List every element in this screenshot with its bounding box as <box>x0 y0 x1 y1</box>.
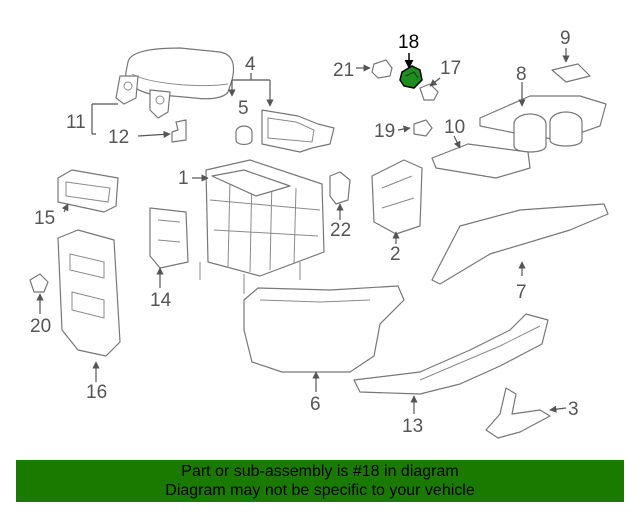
callout-12: 12 <box>108 127 129 148</box>
callout-10: 10 <box>444 117 465 138</box>
callout-6: 6 <box>310 394 321 415</box>
callout-21: 21 <box>333 60 354 81</box>
part-14-bracket <box>149 207 189 269</box>
callout-11: 11 <box>66 112 86 133</box>
callout-5: 5 <box>238 98 249 119</box>
info-banner: Part or sub-assembly is #18 in diagram D… <box>16 460 624 502</box>
callout-14: 14 <box>150 290 172 311</box>
callout-20: 20 <box>30 316 51 337</box>
part-8-cupholder <box>479 95 607 153</box>
part-16-panel <box>57 229 121 357</box>
callout-4: 4 <box>245 54 256 75</box>
callout-3: 3 <box>568 399 579 420</box>
part-19-switch <box>413 119 433 137</box>
callout-7: 7 <box>516 282 527 303</box>
callout-9: 9 <box>560 28 571 49</box>
part-5-cap <box>235 125 253 146</box>
callout-19: 19 <box>374 121 395 142</box>
part-6-console <box>243 285 405 373</box>
part-7-side-panel <box>431 203 609 285</box>
callout-16: 16 <box>86 382 107 403</box>
part-18-highlighted <box>399 65 423 89</box>
part-3-bracket <box>485 387 551 439</box>
part-10-mat <box>431 143 531 179</box>
part-1-console-box <box>199 159 325 294</box>
part-2-bracket <box>371 159 423 235</box>
part-12-bracket <box>171 119 187 143</box>
callout-18: 18 <box>398 32 419 53</box>
banner-line-2: Diagram may not be specific to your vehi… <box>165 482 475 499</box>
callout-22: 22 <box>330 220 351 241</box>
callout-1: 1 <box>178 168 189 189</box>
banner-line-1: Part or sub-assembly is #18 in diagram <box>181 463 459 480</box>
callout-8: 8 <box>516 64 527 85</box>
part-4-tray <box>261 109 335 153</box>
part-9-pad <box>551 63 591 83</box>
parts-diagram: 18 21 17 9 4 5 8 19 10 11 12 1 15 22 2 1… <box>29 28 609 439</box>
leader-lines <box>36 48 570 414</box>
part-22-switch <box>329 171 351 205</box>
part-21-clip <box>371 59 393 79</box>
callout-2: 2 <box>390 244 401 265</box>
part-11-armrest-lid <box>115 47 235 119</box>
part-20-clip <box>29 273 49 293</box>
part-17-bulb <box>419 83 439 101</box>
part-13-duct <box>353 313 549 395</box>
callout-13: 13 <box>402 416 423 437</box>
callout-17: 17 <box>440 58 461 79</box>
callout-15: 15 <box>34 208 55 229</box>
callouts: 18 21 17 9 4 5 8 19 10 11 12 1 15 22 2 1… <box>30 28 579 437</box>
